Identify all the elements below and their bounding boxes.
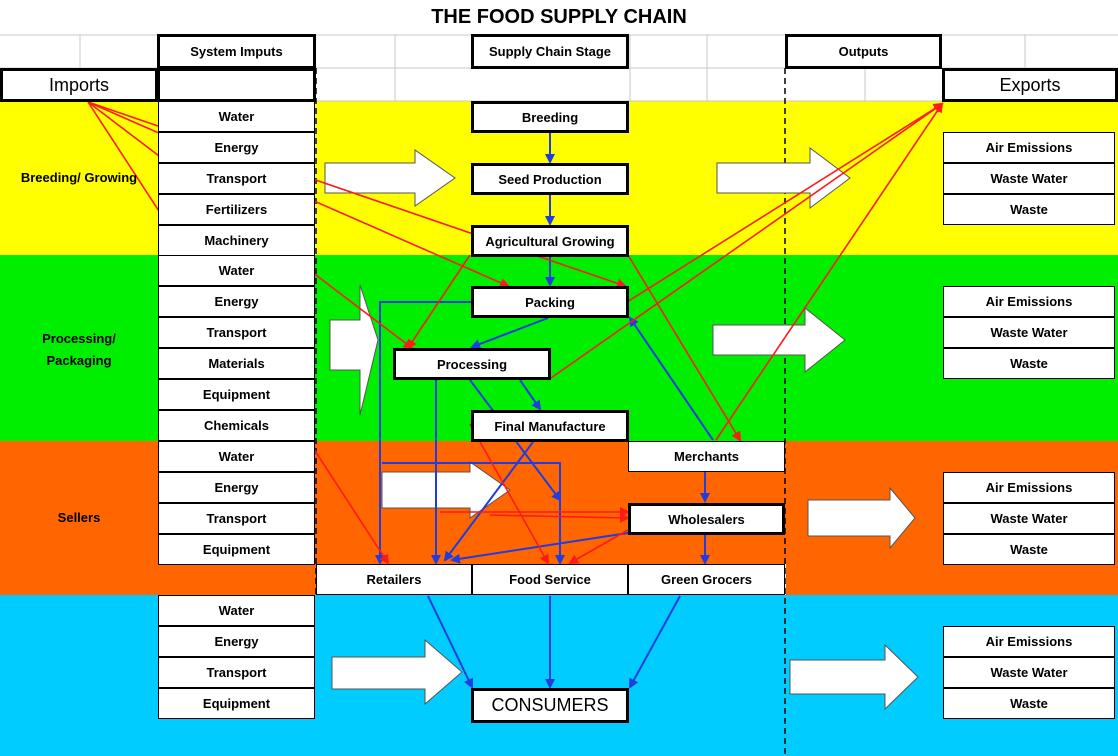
input-equipment-sellers: Equipment [158, 534, 315, 565]
stage-seed-production: Seed Production [471, 163, 629, 195]
header-supply-chain-stage: Supply Chain Stage [471, 34, 629, 69]
block-arrow-in-sellers [381, 461, 511, 519]
input-materials-processing: Materials [158, 348, 315, 379]
input-transport-breeding: Transport [158, 163, 315, 194]
stage-retailers: Retailers [316, 564, 472, 595]
block-arrows [324, 147, 919, 711]
red-arrows [87, 101, 944, 565]
header-system-inputs: System Imputs [157, 34, 316, 69]
block-arrow-out-sellers [807, 486, 916, 550]
stage-agricultural-growing: Agricultural Growing [471, 225, 629, 257]
output-air-emissions-sellers: Air Emissions [943, 472, 1115, 503]
input-equipment-processing: Equipment [158, 379, 315, 410]
header-imports: Imports [0, 68, 158, 102]
output-air-emissions-breeding: Air Emissions [943, 132, 1115, 163]
input-transport-processing: Transport [158, 317, 315, 348]
output-waste-water-processing: Waste Water [943, 317, 1115, 348]
input-transport-consumers: Transport [158, 657, 315, 688]
output-waste-consumers: Waste [943, 688, 1115, 719]
band-label-breeding: Breeding/ Growing [20, 170, 138, 185]
block-arrow-in-processing [329, 284, 379, 416]
input-equipment-consumers: Equipment [158, 688, 315, 719]
output-waste-processing: Waste [943, 348, 1115, 379]
input-water-consumers: Water [158, 595, 315, 626]
output-air-emissions-processing: Air Emissions [943, 286, 1115, 317]
stage-food-service: Food Service [472, 564, 628, 595]
stage-green-grocers: Green Grocers [628, 564, 785, 595]
band-label-sellers: Sellers [57, 510, 101, 525]
stage-consumers: CONSUMERS [471, 688, 629, 723]
header-exports: Exports [942, 68, 1118, 102]
output-air-emissions-consumers: Air Emissions [943, 626, 1115, 657]
stage-breeding: Breeding [471, 101, 629, 133]
input-machinery-breeding: Machinery [158, 225, 315, 256]
output-waste-breeding: Waste [943, 194, 1115, 225]
output-waste-sellers: Waste [943, 534, 1115, 565]
diagram-title: THE FOOD SUPPLY CHAIN [431, 5, 687, 28]
block-arrow-in-breeding [324, 149, 456, 207]
stage-packing: Packing [471, 286, 629, 318]
block-arrow-out-breeding [716, 147, 851, 209]
stage-wholesalers: Wholesalers [628, 503, 785, 535]
stage-final-manufacture: Final Manufacture [471, 410, 629, 442]
input-energy-breeding: Energy [158, 132, 315, 163]
input-water-breeding: Water [158, 101, 315, 132]
input-energy-consumers: Energy [158, 626, 315, 657]
stage-processing: Processing [393, 348, 551, 380]
output-waste-water-sellers: Waste Water [943, 503, 1115, 534]
block-arrow-out-processing [712, 306, 846, 374]
header-inputs-blank [157, 68, 316, 102]
input-fertilizers-breeding: Fertilizers [158, 194, 315, 225]
output-waste-water-breeding: Waste Water [943, 163, 1115, 194]
input-chemicals-processing: Chemicals [158, 410, 315, 441]
band-label-processing: Processing/ Packaging [42, 331, 116, 368]
input-transport-sellers: Transport [158, 503, 315, 534]
output-waste-water-consumers: Waste Water [943, 657, 1115, 688]
input-energy-sellers: Energy [158, 472, 315, 503]
input-water-processing: Water [158, 255, 315, 286]
header-outputs: Outputs [785, 34, 942, 69]
stage-merchants: Merchants [628, 441, 785, 472]
input-water-sellers: Water [158, 441, 315, 472]
block-arrow-in-consumers [331, 638, 463, 706]
input-energy-processing: Energy [158, 286, 315, 317]
block-arrow-out-consumers [789, 643, 919, 711]
